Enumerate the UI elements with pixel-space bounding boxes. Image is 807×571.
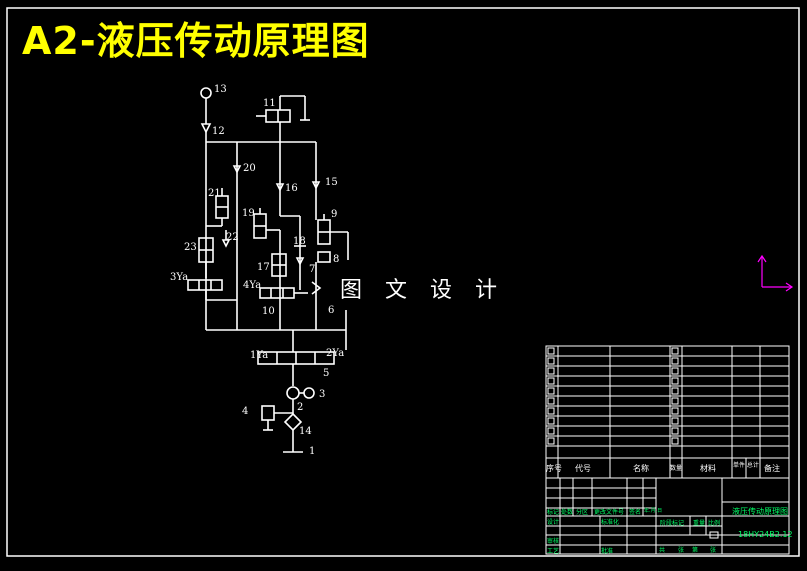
drawing-name: 液压传动原理图 [732, 507, 788, 516]
label-2ya: 2Ya [326, 348, 344, 359]
label-1ya: 1Ya [250, 350, 268, 361]
label-20: 20 [243, 163, 256, 174]
sign-zone: 分区 [576, 509, 589, 516]
sign-date: 年.月.日 [644, 508, 663, 514]
label-11: 11 [263, 98, 276, 109]
label-12: 12 [212, 126, 225, 137]
page-title: A2-液压传动原理图 [22, 19, 370, 63]
drawing-code: 18HY24B2.12 [738, 530, 793, 539]
header-weight: 单件 总计 [733, 462, 759, 469]
sign-mark: 标记 [547, 509, 560, 516]
label-17: 17 [257, 262, 270, 273]
parts-list-markers [547, 347, 679, 445]
sheet-number-unit: 张 [710, 547, 717, 554]
label-16: 16 [285, 183, 298, 194]
label-18: 18 [293, 236, 306, 247]
label-1: 1 [309, 446, 315, 457]
role-standard: 标准化 [601, 519, 620, 526]
drawing-frame [6, 7, 800, 557]
label-5: 5 [323, 368, 329, 379]
label-19: 19 [242, 208, 255, 219]
sign-signature: 签名 [629, 509, 642, 516]
label-23: 23 [184, 242, 197, 253]
title-block [545, 345, 790, 555]
hydraulic-schematic [187, 87, 349, 453]
header-qty: 数量 [670, 465, 683, 472]
header-seq: 序号 [546, 464, 562, 473]
label-9: 9 [331, 209, 337, 220]
label-22: 22 [226, 232, 239, 243]
scale-label: 比例 [708, 520, 721, 527]
weight-label: 重量 [693, 520, 706, 527]
ucs-axis-icon [757, 254, 794, 292]
sign-change-doc: 更改文件号 [594, 509, 625, 516]
label-7: 7 [309, 264, 315, 275]
component-labels: 13 12 11 20 16 15 21 19 9 22 18 23 17 7 … [170, 84, 344, 457]
sheet-number: 第 [692, 547, 699, 554]
label-4ya: 4Ya [243, 280, 261, 291]
header-remark: 备注 [764, 464, 780, 473]
label-3: 3 [319, 389, 325, 400]
label-10: 10 [262, 306, 275, 317]
label-4: 4 [242, 406, 248, 417]
sign-count: 处数 [561, 509, 574, 516]
label-6: 6 [328, 305, 334, 316]
header-code: 代号 [575, 464, 591, 473]
sheet-total: 共 [659, 547, 666, 554]
header-material: 材料 [700, 464, 716, 473]
label-13: 13 [214, 84, 227, 95]
watermark-text: 图 文 设 计 [340, 278, 505, 303]
role-design: 设计 [547, 519, 560, 526]
role-review: 审核 [547, 538, 560, 545]
stage-mark-label: 阶段标记 [660, 520, 685, 527]
label-8: 8 [333, 254, 339, 265]
sheet-total-unit: 张 [678, 547, 685, 554]
label-15: 15 [325, 177, 338, 188]
role-approve: 批准 [601, 548, 614, 555]
label-2: 2 [297, 402, 303, 413]
role-process: 工艺 [547, 548, 560, 555]
label-14: 14 [299, 426, 312, 437]
label-3ya: 3Ya [170, 272, 188, 283]
label-21: 21 [208, 188, 221, 199]
header-name: 名称 [633, 464, 649, 473]
